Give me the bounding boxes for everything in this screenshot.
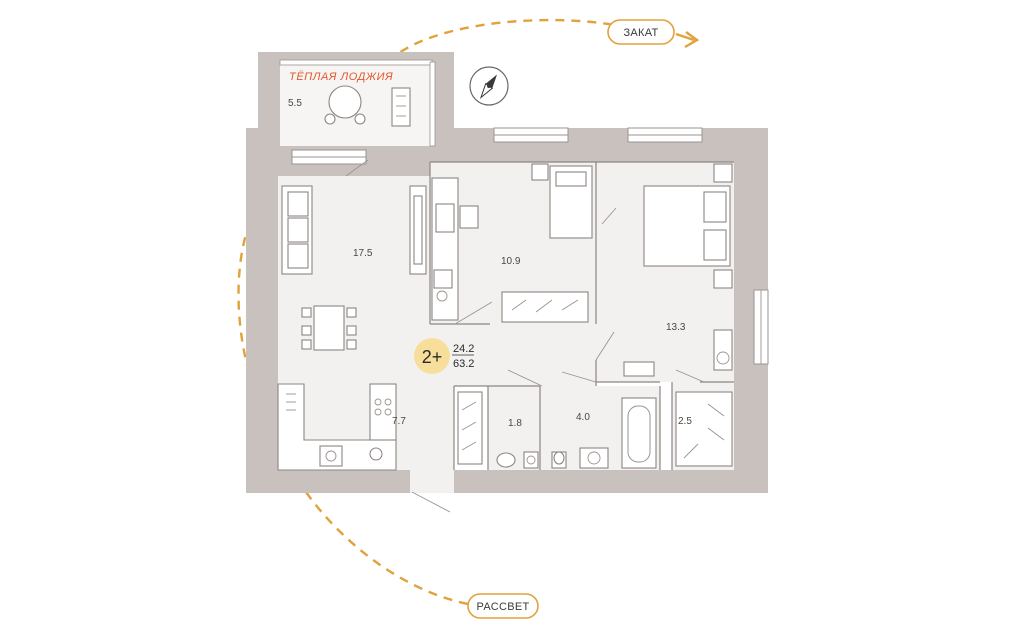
bedroom-2-area: 13.3	[666, 322, 686, 333]
balcony-furniture	[324, 85, 411, 127]
storage-area: 2.5	[678, 416, 692, 427]
corridor-floor	[400, 386, 454, 470]
bedroom-2-furniture	[601, 163, 733, 371]
sunset-pill: ЗАКАТ	[607, 19, 675, 45]
balcony-area: 5.5	[288, 98, 302, 109]
badge-circle	[414, 338, 450, 374]
apartment-type: 2+	[422, 347, 443, 367]
compass-icon	[469, 66, 509, 106]
sunset-label: ЗАКАТ	[623, 27, 658, 39]
sunset-arc	[387, 18, 700, 63]
apartment-badge: 2+ 24.2 63.2	[414, 338, 474, 374]
bathroom-area: 4.0	[576, 412, 590, 423]
bedroom-1-area: 10.9	[501, 256, 521, 267]
living-furniture	[277, 185, 427, 471]
entrance-floor	[410, 470, 454, 493]
total-area: 63.2	[453, 358, 474, 370]
living-kitchen-area: 17.5	[353, 248, 373, 259]
wet-rooms-furniture	[457, 361, 733, 469]
left-arc	[237, 221, 258, 396]
floors	[278, 62, 734, 493]
bedroom-1-furniture	[431, 163, 593, 323]
sunrise-arc	[305, 491, 469, 606]
hallway-area: 7.7	[392, 416, 406, 427]
sunrise-pill: РАССВЕТ	[467, 593, 539, 619]
living-area: 24.2	[453, 343, 474, 355]
windows	[279, 59, 769, 365]
sunrise-label: РАССВЕТ	[476, 601, 529, 613]
partitions	[345, 159, 734, 513]
balcony-label: ТЁПЛАЯ ЛОДЖИЯ	[289, 71, 393, 83]
wc-area: 1.8	[508, 418, 522, 429]
